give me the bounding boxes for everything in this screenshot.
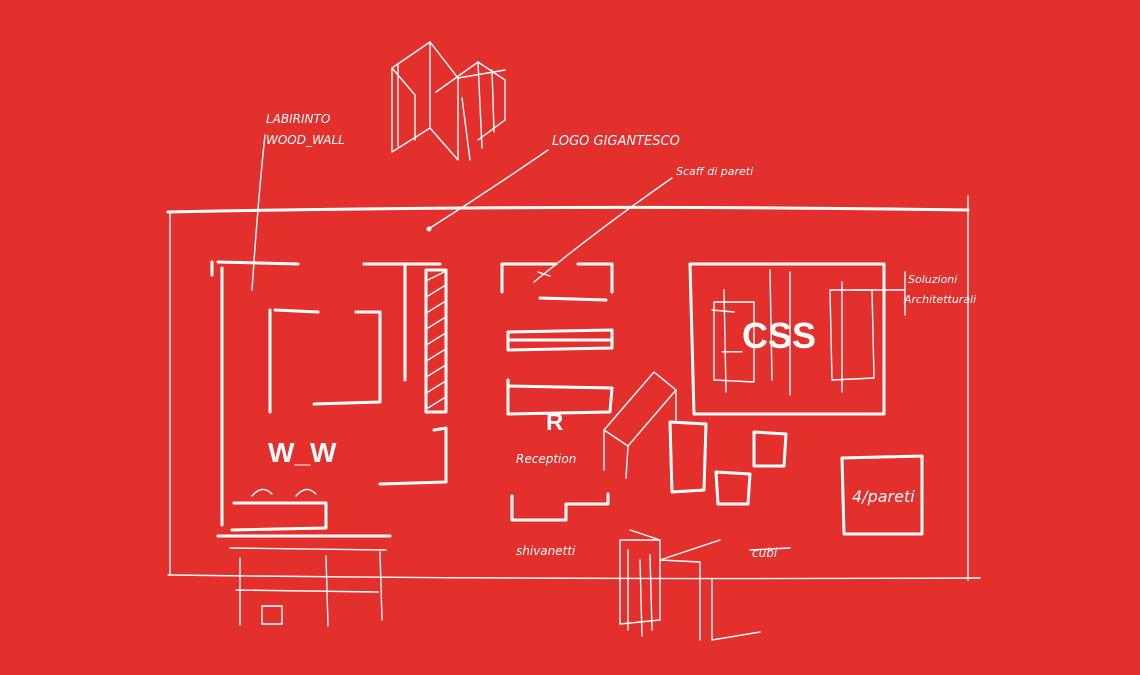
logo-gigantesco-label: LOGO GIGANTESCO (552, 134, 680, 149)
wood-wall-3d-sketch (391, 41, 506, 161)
soluzioni-label: Soluzioni (908, 273, 957, 286)
labirinto-label: LABIRINTO (266, 112, 330, 126)
four-walls-label: 4/pareti (852, 487, 915, 506)
cubi-label: cubi (752, 546, 778, 560)
annotation-leaders (251, 134, 906, 561)
four-walls-box (840, 454, 924, 536)
architetturali-label: Architetturali (903, 293, 976, 306)
reception-mark: R (546, 409, 563, 436)
ww-logo-text: W_W (268, 437, 337, 468)
labyrinth-room (210, 260, 448, 627)
building-outline (166, 195, 981, 581)
shivanetti-label: shivanetti (516, 544, 576, 558)
css-room (688, 262, 886, 416)
sketch-labels: LABIRINTO WOOD_WALL LOGO GIGANTESCO Scaf… (266, 112, 976, 560)
css-logo-text: _CSS (721, 315, 816, 356)
cubes-area (619, 420, 788, 641)
wood-wall-label: WOOD_WALL (266, 133, 345, 147)
scaffali-label: Scaff di pareti (676, 165, 753, 178)
reception-label: Reception (516, 452, 576, 466)
middle-area (500, 262, 677, 522)
